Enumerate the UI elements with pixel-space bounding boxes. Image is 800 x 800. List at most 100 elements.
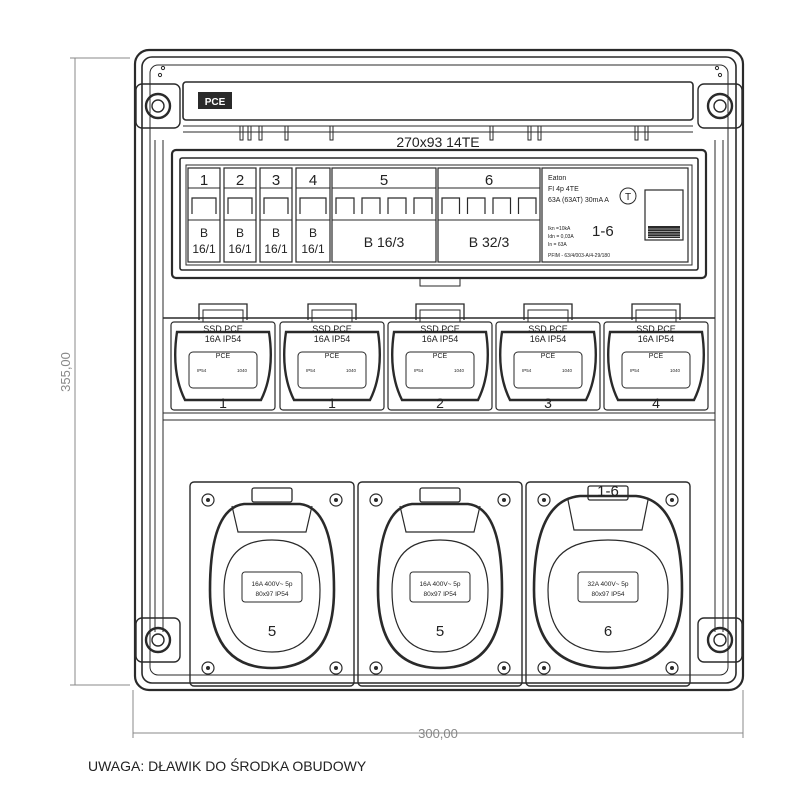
socket-code: 1040 — [454, 368, 465, 373]
breaker-rating: 16/1 — [192, 242, 216, 256]
socket-code: 1040 — [670, 368, 681, 373]
logo-text: PCE — [205, 97, 226, 108]
socket-number: 5 — [436, 623, 444, 640]
socket-400v-5: 16A 400V~ 5p 80x97 IP54 5 — [189, 481, 355, 687]
rcd-spec: Idn = 0,03A — [548, 234, 574, 240]
rcd-range: 1-6 — [592, 223, 614, 240]
socket-brand: PCE — [325, 353, 340, 360]
socket-code: 1040 — [237, 368, 248, 373]
enclosure-outline — [70, 48, 745, 738]
socket-number: 1 — [328, 395, 336, 411]
socket-brand: PCE — [216, 353, 231, 360]
socket-range-label: 1-6 — [597, 483, 619, 500]
socket-number: 3 — [544, 395, 552, 411]
breaker-5: 5 B 16/3 — [331, 167, 437, 263]
socket-code: 1040 — [562, 368, 573, 373]
socket-rating: 16A IP54 — [422, 334, 459, 344]
screw-hole-icon — [665, 493, 679, 507]
screw-hole-icon — [497, 661, 511, 675]
pce-logo — [198, 92, 232, 109]
breaker-rating: B 32/3 — [469, 234, 510, 250]
socket-rating: 16A 400V~ 5p — [419, 581, 460, 588]
socket-header: SSD PCE — [312, 324, 352, 334]
screw-hole-icon — [369, 661, 383, 675]
rcd-spec: Ikn =10kA — [548, 226, 571, 232]
socket-ip: IP54 — [630, 368, 640, 373]
breaker-number: 6 — [485, 172, 493, 189]
socket-rating: 16A IP54 — [205, 334, 242, 344]
breaker-number: 2 — [236, 172, 244, 189]
breaker-rating: B — [272, 226, 280, 240]
screw-hole-icon — [665, 661, 679, 675]
socket-number: 6 — [604, 623, 612, 640]
socket-header: SSD PCE — [528, 324, 568, 334]
socket-header: SSD PCE — [420, 324, 460, 334]
socket-header: SSD PCE — [203, 324, 243, 334]
screw-hole-icon — [369, 493, 383, 507]
socket-ip: IP54 — [306, 368, 316, 373]
test-button-label: T — [625, 192, 631, 203]
rcd-spec: In = 63A — [548, 242, 567, 248]
screw-hole-icon — [537, 661, 551, 675]
socket-rating: 16A IP54 — [530, 334, 567, 344]
breaker-rating: B — [309, 226, 317, 240]
socket-number: 5 — [268, 623, 276, 640]
socket-spec: 80x97 IP54 — [424, 591, 457, 598]
socket-rating: 16A 400V~ 5p — [251, 581, 292, 588]
test-button-icon — [619, 187, 637, 205]
socket-400v-5: 16A 400V~ 5p 80x97 IP54 5 — [357, 481, 523, 687]
corner-screws — [135, 65, 743, 663]
screw-hole-icon — [329, 493, 343, 507]
enclosure-label: 270x93 14TE — [396, 134, 479, 150]
socket-row-400v: 16A 400V~ 5p 80x97 IP54 5 16A 400V~ 5p 80x97… — [189, 481, 691, 687]
breaker-1: 1B 16/1 — [187, 167, 221, 263]
screw-icon — [135, 617, 181, 663]
screw-icon — [135, 83, 181, 129]
socket-number: 1 — [219, 395, 227, 411]
socket-number: 4 — [652, 395, 660, 411]
socket-spec: 80x97 IP54 — [592, 591, 625, 598]
breaker-rating: 16/1 — [228, 242, 252, 256]
screw-hole-icon — [201, 493, 215, 507]
breaker-rating: B 16/3 — [364, 234, 405, 250]
rcd-lever — [644, 189, 684, 241]
width-dimension-label: 300,00 — [418, 726, 458, 741]
breaker-2: 2B 16/1 — [223, 167, 257, 263]
breaker-rating: B — [200, 226, 208, 240]
breaker-rating: 16/1 — [264, 242, 288, 256]
screw-icon — [697, 617, 743, 663]
rcd-code: PFIM - 63/4/003-A/4-29/180 — [548, 253, 610, 259]
breaker-4: 4B 16/1 — [295, 167, 331, 263]
screw-hole-icon — [201, 661, 215, 675]
breaker-number: 5 — [380, 172, 388, 189]
socket-ip: IP54 — [414, 368, 424, 373]
socket-rating: 16A IP54 — [638, 334, 675, 344]
socket-rating: 16A IP54 — [314, 334, 351, 344]
socket-brand: PCE — [433, 353, 448, 360]
socket-code: 1040 — [346, 368, 357, 373]
socket-brand: PCE — [541, 353, 556, 360]
rcd-rating: 63A (63AT) 30mA A — [548, 197, 609, 204]
breaker-rating: B — [236, 226, 244, 240]
screw-hole-icon — [497, 493, 511, 507]
socket-header: SSD PCE — [636, 324, 676, 334]
screw-hole-icon — [537, 493, 551, 507]
socket-spec: 80x97 IP54 — [256, 591, 289, 598]
rcd-brand: Eaton — [548, 175, 566, 182]
socket-ip: IP54 — [197, 368, 207, 373]
breaker-number: 1 — [200, 172, 208, 189]
breaker-number: 4 — [309, 172, 317, 189]
height-dimension-label: 355,00 — [58, 352, 73, 392]
breaker-rating: 16/1 — [301, 242, 325, 256]
socket-brand: PCE — [649, 353, 664, 360]
